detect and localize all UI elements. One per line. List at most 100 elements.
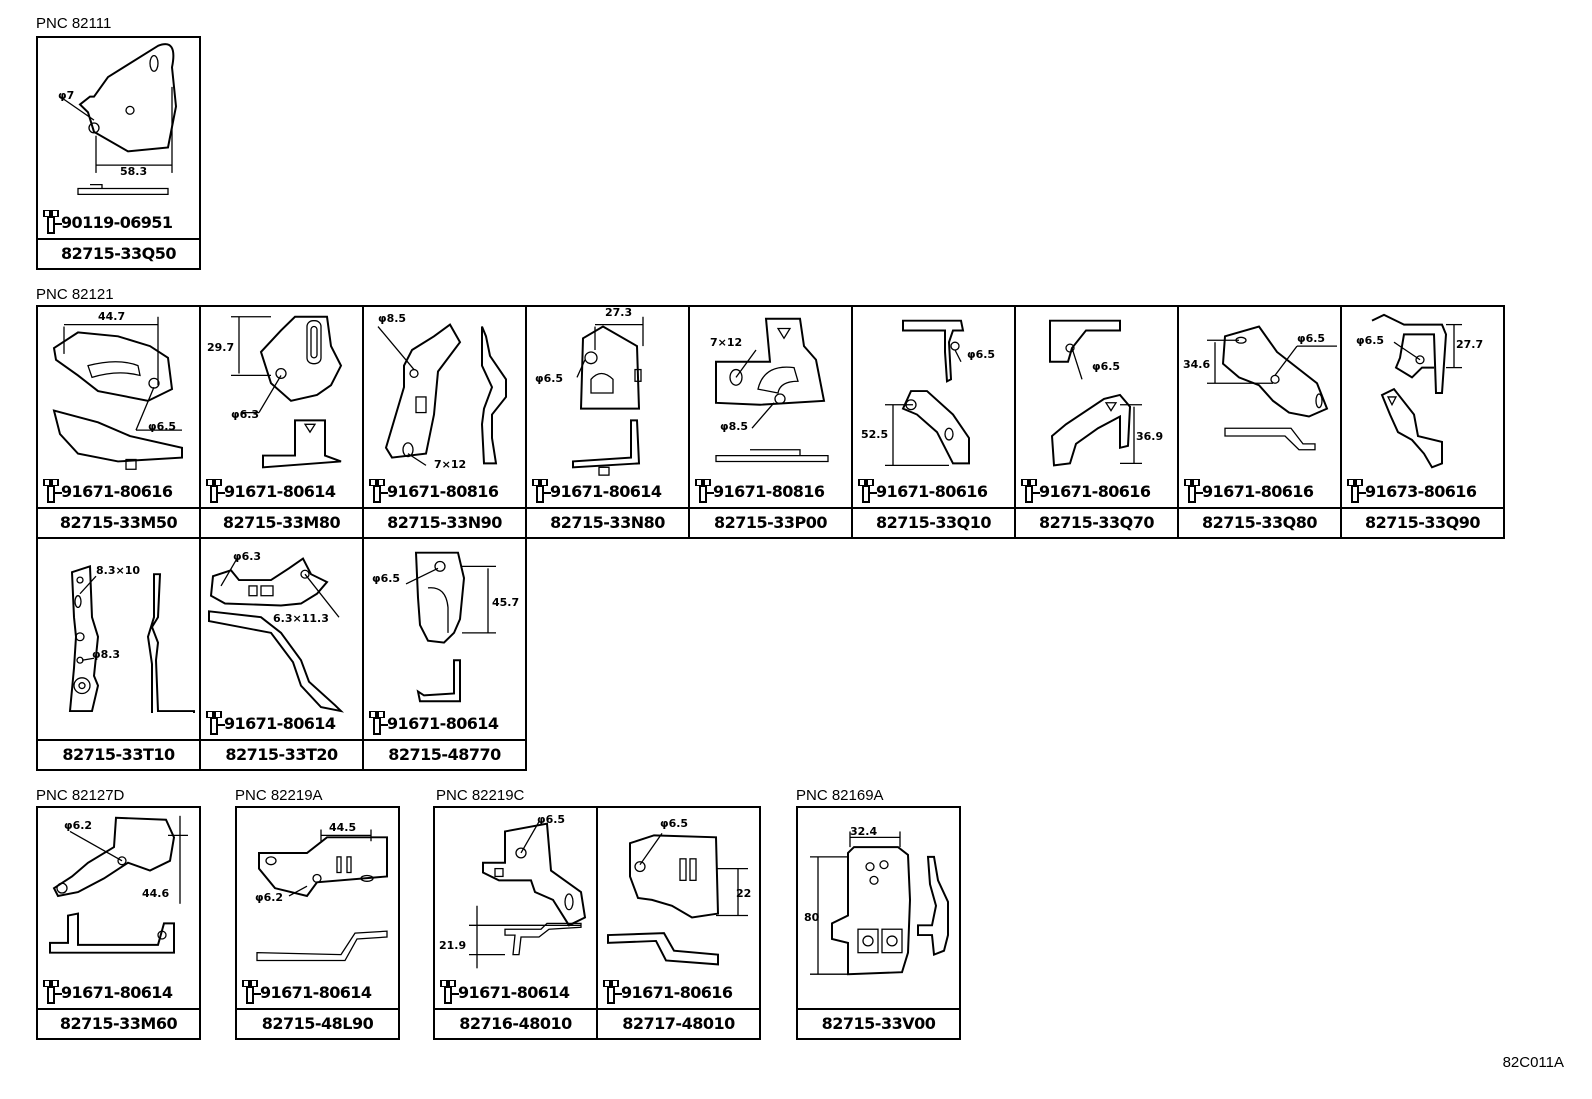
part-cell: φ6.5 34.6 91671-80616 82715-33Q80 (1177, 305, 1342, 539)
part-illustration (1049, 319, 1142, 467)
dimension-label: φ6.2 (64, 819, 93, 832)
part-illustration (1371, 313, 1462, 469)
dimension-label: 21.9 (439, 939, 467, 952)
part-cell: φ6.5 36.9 91671-80616 82715-33Q70 (1014, 305, 1179, 539)
dimension-label: φ6.5 (1092, 360, 1121, 373)
bolt-icon (532, 479, 551, 503)
part-illustration (469, 821, 587, 969)
dimension-label: φ6.5 (535, 372, 564, 385)
part-number[interactable]: 82715-33T10 (38, 739, 199, 769)
part-number[interactable]: 82717-48010 (598, 1008, 759, 1038)
part-number[interactable]: 82715-33N90 (364, 507, 525, 537)
bolt-callout: 91671-80614 (239, 980, 372, 1004)
bolt-icon (206, 479, 225, 503)
dimension-label: 44.6 (142, 887, 170, 900)
dimension-label: 34.6 (1183, 358, 1211, 371)
part-number[interactable]: 82715-33M60 (38, 1008, 199, 1038)
group-label-pnc-82121: PNC 82121 (36, 286, 114, 303)
bolt-icon (43, 980, 62, 1004)
bolt-part-number[interactable]: 91671-80614 (61, 982, 173, 1002)
group-label-pnc-82111: PNC 82111 (36, 15, 112, 32)
part-number[interactable]: 82715-33Q50 (38, 238, 199, 268)
part-number[interactable]: 82715-33Q10 (853, 507, 1014, 537)
bolt-part-number[interactable]: 91671-80614 (458, 982, 570, 1002)
bolt-callout: 91671-80816 (692, 479, 825, 503)
bolt-callout: 91671-80616 (40, 479, 173, 503)
dimension-label: φ6.5 (537, 813, 566, 826)
bolt-callout: 91671-80614 (366, 711, 499, 735)
bolt-callout: 91671-80614 (437, 980, 570, 1004)
bolt-icon (1021, 479, 1040, 503)
bolt-part-number[interactable]: 90119-06951 (61, 212, 173, 232)
part-number[interactable]: 82715-33T20 (201, 739, 362, 769)
bolt-part-number[interactable]: 91671-80614 (260, 982, 372, 1002)
bolt-callout: 91671-80816 (366, 479, 499, 503)
group-label-pnc-82219a: PNC 82219A (235, 787, 323, 804)
part-illustration (572, 316, 644, 476)
bolt-part-number[interactable]: 91671-80616 (621, 982, 733, 1002)
part-number[interactable]: 82715-48770 (364, 739, 525, 769)
part-number[interactable]: 82715-33M80 (201, 507, 362, 537)
part-number[interactable]: 82716-48010 (435, 1008, 596, 1038)
bolt-callout: 91671-80616 (1181, 479, 1314, 503)
part-number[interactable]: 82715-33N80 (527, 507, 688, 537)
bolt-icon (43, 479, 62, 503)
dimension-label: 32.4 (850, 825, 878, 838)
part-number[interactable]: 82715-33Q90 (1342, 507, 1503, 537)
bolt-part-number[interactable]: 91671-80816 (387, 481, 499, 501)
bolt-icon (1184, 479, 1203, 503)
dimension-label: φ8.5 (378, 312, 407, 325)
part-illustration (231, 315, 343, 469)
bolt-icon (858, 479, 877, 503)
part-number[interactable]: 82715-33M50 (38, 507, 199, 537)
bolt-part-number[interactable]: 91671-80614 (387, 713, 499, 733)
bolt-icon (440, 980, 459, 1004)
part-illustration (68, 565, 195, 713)
illustration-ref-code: 82C011A (1502, 1054, 1564, 1071)
bolt-callout: 90119-06951 (40, 210, 173, 234)
dimension-label: φ6.5 (1297, 332, 1326, 345)
bolt-callout: 91671-80616 (1018, 479, 1151, 503)
bolt-icon (43, 210, 62, 234)
dimension-label: φ6.3 (233, 550, 262, 563)
bolt-part-number[interactable]: 91673-80616 (1365, 481, 1477, 501)
part-illustration (59, 43, 178, 196)
bolt-part-number[interactable]: 91671-80616 (876, 481, 988, 501)
bolt-part-number[interactable]: 91671-80616 (1039, 481, 1151, 501)
part-number[interactable]: 82715-33V00 (798, 1008, 959, 1038)
dimension-label: 36.9 (1136, 430, 1164, 443)
dimension-label: 45.7 (492, 596, 520, 609)
bolt-icon (242, 980, 261, 1004)
bolt-icon (206, 711, 225, 735)
bolt-part-number[interactable]: 91671-80816 (713, 481, 825, 501)
dimension-label: 7×12 (434, 458, 467, 471)
dimension-label: 8.3×10 (96, 564, 141, 577)
dimension-label: φ7 (58, 89, 75, 102)
part-number[interactable]: 82715-33Q70 (1016, 507, 1177, 537)
dimension-label: 27.7 (1456, 338, 1484, 351)
bolt-callout: 91671-80616 (855, 479, 988, 503)
part-number[interactable]: 82715-33Q80 (1179, 507, 1340, 537)
bolt-part-number[interactable]: 91671-80616 (1202, 481, 1314, 501)
bolt-part-number[interactable]: 91671-80616 (61, 481, 173, 501)
part-illustration (607, 833, 748, 966)
part-number[interactable]: 82715-33P00 (690, 507, 851, 537)
dimension-label: 22 (736, 887, 752, 900)
dimension-label: φ6.5 (660, 817, 689, 830)
dimension-label: φ8.5 (720, 420, 749, 433)
bolt-part-number[interactable]: 91671-80614 (550, 481, 662, 501)
part-illustration (810, 831, 949, 976)
part-number[interactable]: 82715-48L90 (237, 1008, 398, 1038)
part-illustration (52, 316, 183, 470)
part-cell: φ6.2 44.6 91671-80614 82715-33M60 (36, 806, 201, 1040)
bolt-part-number[interactable]: 91671-80614 (224, 713, 336, 733)
bolt-part-number[interactable]: 91671-80614 (224, 481, 336, 501)
